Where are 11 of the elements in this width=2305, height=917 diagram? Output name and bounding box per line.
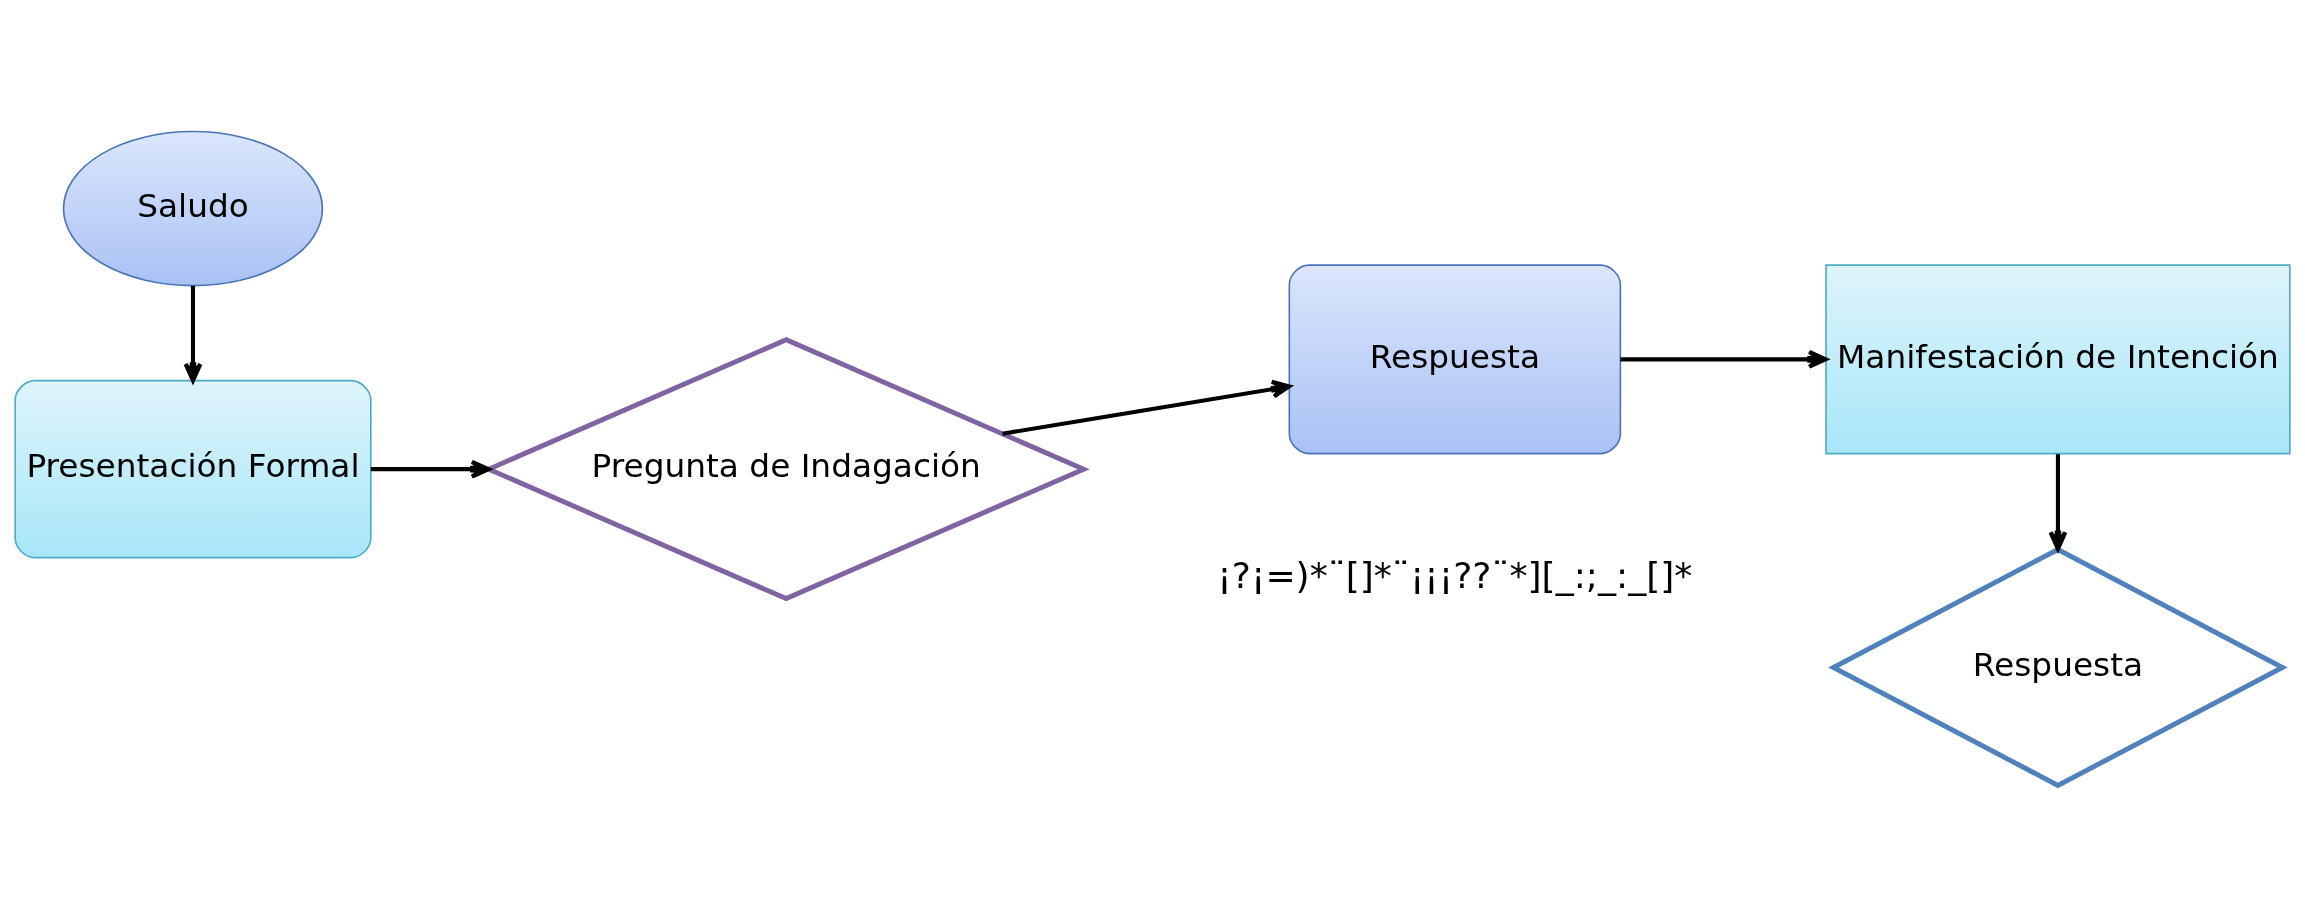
- arrow: [370, 459, 491, 479]
- arrow: [1002, 379, 1292, 436]
- node-box: Presentación Formal: [14, 379, 372, 559]
- node-box: Respuesta: [1288, 264, 1622, 455]
- arrow: [2048, 454, 2068, 551]
- node-ellipse: Saludo: [62, 130, 324, 287]
- arrow: [183, 285, 203, 383]
- arrow: [1620, 349, 1828, 369]
- node-box: Manifestación de Intención: [1825, 264, 2291, 455]
- node-diamond: Respuesta: [1828, 546, 2288, 789]
- label: ¡?¡=)*¨[]*¨¡¡¡??¨*][_:;_:_[]*: [1217, 555, 1693, 598]
